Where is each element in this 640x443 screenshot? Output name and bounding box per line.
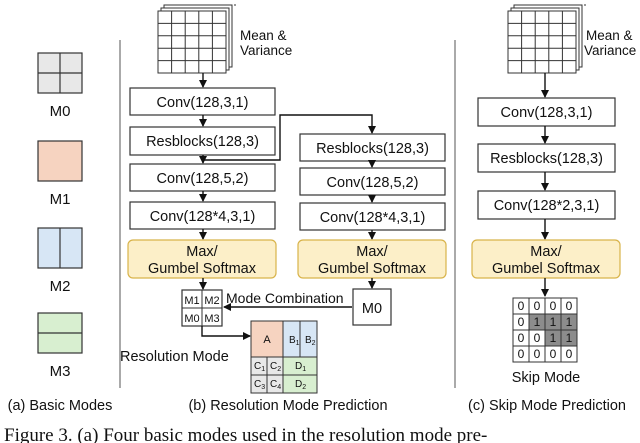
conv-block-4 xyxy=(299,167,446,196)
resolution-panel: Mean & Variance Conv(128,3,1) Resblocks(… xyxy=(120,4,447,414)
res-cell-c2: C2 xyxy=(270,361,281,373)
skip-cell xyxy=(560,345,578,363)
softmax-right-label-1: Max/ xyxy=(356,244,388,260)
resolution-mode-grid: A B1 B2 C1 C2 C3 C4 D1 D2 xyxy=(250,320,318,394)
skip-cell-value: 0 xyxy=(518,299,525,313)
skip-conv-block-2 xyxy=(477,190,616,220)
res-cell-c1: C1 xyxy=(254,361,265,373)
skip-cell-value: 0 xyxy=(550,299,557,313)
skip-mode-label: Skip Mode xyxy=(512,370,581,386)
conv-block-4-label: Conv(128,5,2) xyxy=(327,175,419,191)
mean-variance-label-2: Variance xyxy=(240,43,292,58)
res-cell-d2: D2 xyxy=(295,379,306,391)
resblocks-block-2-label: Resblocks(128,3) xyxy=(316,141,429,157)
skip-cell-value: 0 xyxy=(518,331,525,345)
skip-cell-value: 1 xyxy=(534,315,541,329)
res-cell-c3: C3 xyxy=(254,379,265,391)
skip-softmax-label-2: Gumbel Softmax xyxy=(492,261,601,277)
combo-cell-m2: M2 xyxy=(204,295,219,307)
res-cell-c4: C4 xyxy=(270,379,281,391)
resolution-mode-label: Resolution Mode xyxy=(120,349,229,365)
skip-cell-value: 0 xyxy=(518,315,525,329)
conv-block-3-label: Conv(128*4,3,1) xyxy=(150,209,256,225)
mode-combination-label: Mode Combination xyxy=(226,290,344,306)
caption-basic-modes: (a) Basic Modes xyxy=(8,398,113,414)
skip-cell-value: 1 xyxy=(566,315,573,329)
combo-cell-m3: M3 xyxy=(204,313,219,325)
mode-m2-label: M2 xyxy=(50,278,71,295)
resblocks-block-1-label: Resblocks(128,3) xyxy=(146,134,259,150)
m0-box-label: M0 xyxy=(362,301,382,317)
resblocks-block-1 xyxy=(129,126,276,156)
skip-mean-variance-label-1: Mean & xyxy=(586,28,633,43)
skip-mean-variance-label-2: Variance xyxy=(584,43,636,58)
skip-cell-value: 1 xyxy=(550,315,557,329)
mode-m3-label: M3 xyxy=(50,363,71,380)
skip-cell-value: 1 xyxy=(566,331,573,345)
m0-box xyxy=(352,288,392,326)
mode-m0-icon xyxy=(37,52,83,94)
skip-cell-value: 0 xyxy=(534,347,541,361)
res-cell-b1: B1 xyxy=(289,335,300,347)
skip-softmax-block xyxy=(471,239,621,279)
conv-block-3 xyxy=(129,201,276,230)
combo-cell-m0: M0 xyxy=(184,313,199,325)
resblocks-block-2 xyxy=(299,133,446,162)
skip-cell-value: 1 xyxy=(550,331,557,345)
mode-combo-grid: M1 M2 M0 M3 xyxy=(181,289,223,327)
mode-m1-label: M1 xyxy=(50,191,71,208)
skip-conv-block-1-label: Conv(128,3,1) xyxy=(501,105,593,121)
conv-block-2 xyxy=(129,163,276,192)
skip-conv-block-2-label: Conv(128*2,3,1) xyxy=(494,198,600,214)
branch-connector xyxy=(203,114,376,161)
skip-cell-value: 0 xyxy=(534,331,541,345)
caption-resolution-mode: (b) Resolution Mode Prediction xyxy=(188,398,387,414)
skip-cell-value: 0 xyxy=(566,347,573,361)
skip-panel: Mean & Variance Conv(128,3,1) Resblocks(… xyxy=(468,4,636,414)
skip-softmax-label-1: Max/ xyxy=(530,244,562,260)
mode-m0-label: M0 xyxy=(50,103,71,120)
caption-skip-mode: (c) Skip Mode Prediction xyxy=(468,398,626,414)
mode-m2-icon xyxy=(37,227,83,269)
softmax-right-label-2: Gumbel Softmax xyxy=(318,261,427,277)
mean-variance-label-1: Mean & xyxy=(240,28,287,43)
skip-resblocks-block xyxy=(477,143,616,173)
conv-block-5-label: Conv(128*4,3,1) xyxy=(320,210,426,226)
mode-m1-icon xyxy=(37,140,83,182)
skip-cell-value: 0 xyxy=(566,299,573,313)
basic-modes-panel: M0 M1 M2 M3 (a) Basic Modes xyxy=(8,52,113,414)
skip-input-tensor-icon xyxy=(507,4,586,74)
softmax-left-label-2: Gumbel Softmax xyxy=(148,261,257,277)
softmax-block-left xyxy=(127,239,277,279)
res-cell-b2: B2 xyxy=(305,335,316,347)
softmax-left-label-1: Max/ xyxy=(186,244,218,260)
skip-cell-value: 0 xyxy=(518,347,525,361)
res-cell-a: A xyxy=(263,334,271,346)
skip-cell-value: 0 xyxy=(534,299,541,313)
skip-cell-value: 0 xyxy=(550,347,557,361)
skip-conv-block-1 xyxy=(477,97,616,127)
combo-cell-m1: M1 xyxy=(184,295,199,307)
conv-block-2-label: Conv(128,5,2) xyxy=(157,171,249,187)
figure-caption: Figure 3. (a) Four basic modes used in t… xyxy=(4,425,487,443)
skip-resblocks-block-label: Resblocks(128,3) xyxy=(490,151,603,167)
res-cell-d1: D1 xyxy=(295,361,306,373)
input-tensor-icon xyxy=(157,4,236,74)
conv-block-1-label: Conv(128,3,1) xyxy=(157,95,249,111)
mode-m3-icon xyxy=(37,312,83,354)
